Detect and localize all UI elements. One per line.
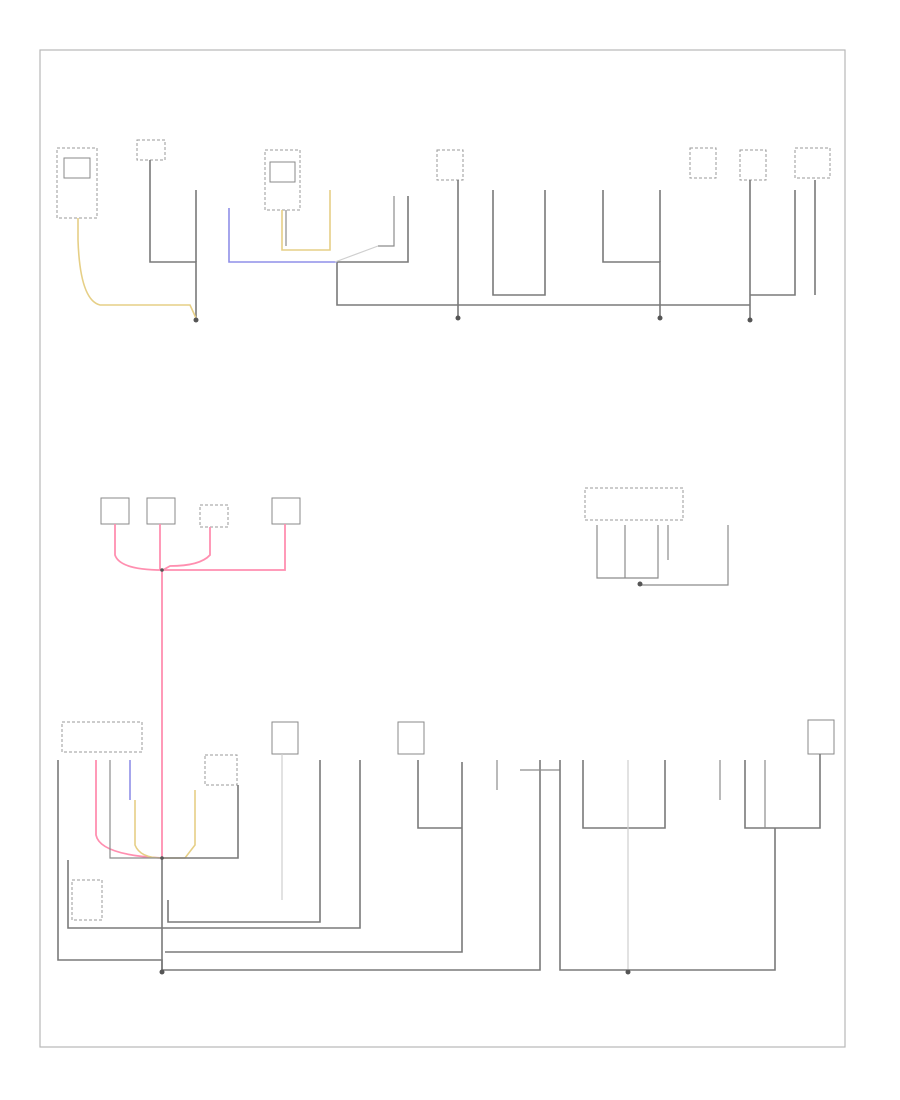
wire-black xyxy=(67,760,361,929)
component-box xyxy=(204,754,238,786)
wire-black xyxy=(596,525,640,579)
wire-yellow xyxy=(281,190,331,251)
ground-point xyxy=(637,581,643,587)
component-box xyxy=(689,147,717,179)
wire-black xyxy=(602,190,661,318)
wire-blue xyxy=(228,208,337,263)
component-module xyxy=(63,157,91,179)
sensor-box xyxy=(271,721,299,755)
ground-point xyxy=(159,969,165,975)
component-module xyxy=(269,161,296,183)
sensor-box xyxy=(100,497,130,525)
wire-yellow xyxy=(77,218,197,319)
component-box xyxy=(71,879,103,921)
wire-black xyxy=(417,760,462,829)
ground-point xyxy=(625,969,631,975)
wire-black xyxy=(162,785,239,859)
bottom-section xyxy=(57,568,835,975)
wire-black xyxy=(750,190,796,296)
ground-point xyxy=(455,315,461,321)
wire-pink xyxy=(114,524,164,571)
component-box xyxy=(794,147,831,179)
component-box xyxy=(739,149,767,181)
control-module-box xyxy=(61,721,143,753)
wire-black xyxy=(492,190,546,296)
top-section xyxy=(56,139,831,323)
ground-point xyxy=(747,317,753,323)
wire-black xyxy=(337,196,409,263)
sensor-box xyxy=(271,497,301,525)
component-box xyxy=(56,147,98,219)
wire-black xyxy=(559,760,776,971)
wire-black xyxy=(162,760,541,971)
sensor-box xyxy=(397,721,425,755)
wire-yellow xyxy=(134,790,196,859)
sensor-box xyxy=(146,497,176,525)
wire-black xyxy=(336,262,750,306)
wire-black xyxy=(582,760,666,829)
splice-point xyxy=(160,568,164,572)
control-module-box xyxy=(584,487,684,521)
wire-black xyxy=(640,525,659,579)
wire-black xyxy=(165,762,463,953)
wire-pink xyxy=(95,760,163,859)
wire-pink xyxy=(163,524,286,571)
splice-point xyxy=(160,856,164,860)
wire-black xyxy=(167,760,321,923)
component-box xyxy=(436,149,464,181)
wire-pink xyxy=(162,527,211,571)
wire-black xyxy=(378,196,395,247)
wire-black xyxy=(149,160,197,318)
sensor-box xyxy=(199,504,229,528)
wire-light xyxy=(334,245,379,263)
wire-black xyxy=(109,760,162,859)
sensor-box xyxy=(807,719,835,755)
ground-point xyxy=(193,317,199,323)
wire-black xyxy=(744,754,821,829)
middle-section xyxy=(100,487,729,858)
ground-point xyxy=(657,315,663,321)
diagram-frame xyxy=(39,49,846,1048)
wire-black xyxy=(639,525,729,586)
component-box xyxy=(136,139,166,161)
